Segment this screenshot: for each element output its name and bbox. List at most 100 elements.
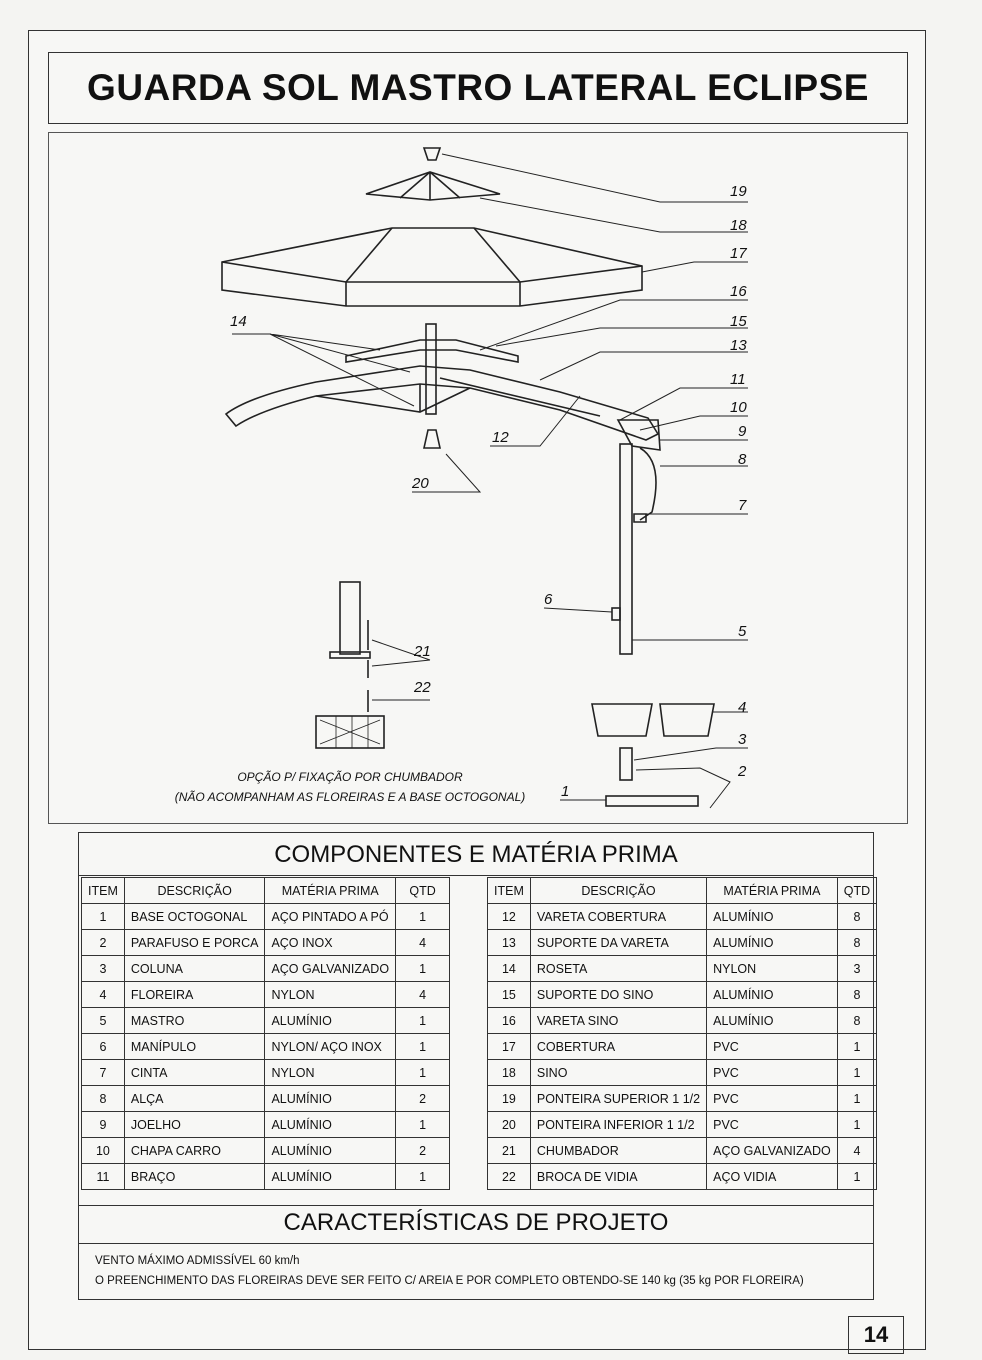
material-cell: ALUMÍNIO	[264, 1085, 397, 1112]
mast-part	[619, 443, 633, 655]
material-cell: PVC	[706, 1085, 838, 1112]
qty-cell: 2	[395, 1085, 451, 1112]
material-cell: ALUMÍNIO	[706, 981, 838, 1008]
callout-12: 12	[492, 429, 509, 446]
header-qty: QTD	[395, 877, 451, 904]
knob-part	[611, 607, 621, 621]
bell-ribs	[399, 171, 461, 200]
item-cell: 18	[487, 1059, 531, 1086]
callout-9: 9	[738, 423, 747, 440]
item-cell: 4	[81, 981, 125, 1008]
material-cell: AÇO INOX	[264, 929, 397, 956]
table-header-row: ITEM DESCRIÇÃO MATÉRIA PRIMA QTD	[81, 877, 451, 904]
bell-part	[365, 171, 501, 201]
item-cell: 19	[487, 1085, 531, 1112]
callout-10: 10	[730, 399, 747, 416]
item-cell: 3	[81, 955, 125, 982]
callout-13: 13	[730, 337, 747, 354]
description-cell: ROSETA	[529, 955, 708, 982]
description-cell: BROCA DE VIDIA	[529, 1163, 708, 1190]
material-cell: AÇO VIDIA	[706, 1163, 838, 1190]
description-cell: PONTEIRA INFERIOR 1 1/2	[529, 1111, 708, 1138]
header-item: ITEM	[487, 877, 531, 904]
material-cell: ALUMÍNIO	[264, 1137, 397, 1164]
description-cell: CHAPA CARRO	[123, 1137, 266, 1164]
canopy-panels	[345, 227, 521, 306]
qty-cell: 1	[395, 1111, 451, 1138]
qty-cell: 1	[836, 1033, 878, 1060]
item-cell: 10	[81, 1137, 125, 1164]
material-cell: ALUMÍNIO	[264, 1163, 397, 1190]
qty-cell: 1	[395, 1033, 451, 1060]
header-description: DESCRIÇÃO	[123, 877, 266, 904]
canopy-part	[221, 227, 643, 307]
page-number: 14	[848, 1316, 904, 1354]
material-cell: ALUMÍNIO	[706, 903, 838, 930]
material-cell: AÇO PINTADO A PÓ	[264, 903, 397, 930]
qty-cell: 8	[836, 903, 878, 930]
callout-21: 21	[413, 643, 431, 660]
components-section: COMPONENTES E MATÉRIA PRIMA ITEM DESCRIÇ…	[78, 832, 878, 1300]
anchor-option-line2: (NÃO ACOMPANHAM AS FLOREIRAS E A BASE OC…	[174, 790, 526, 804]
description-cell: VARETA COBERTURA	[529, 903, 708, 930]
main-ribs	[224, 365, 660, 441]
qty-cell: 1	[395, 1007, 451, 1034]
item-cell: 9	[81, 1111, 125, 1138]
description-cell: PONTEIRA SUPERIOR 1 1/2	[529, 1085, 708, 1112]
description-cell: ALÇA	[123, 1085, 266, 1112]
top-finial-part	[422, 147, 442, 161]
leader-lines	[232, 153, 748, 809]
description-cell: COBERTURA	[529, 1033, 708, 1060]
material-cell: AÇO GALVANIZADO	[706, 1137, 838, 1164]
qty-cell: 4	[836, 1137, 878, 1164]
characteristics-divider	[79, 1243, 873, 1244]
qty-cell: 1	[836, 1085, 878, 1112]
material-cell: NYLON/ AÇO INOX	[264, 1033, 397, 1060]
header-item: ITEM	[81, 877, 125, 904]
material-cell: NYLON	[264, 981, 397, 1008]
hub-post	[425, 323, 437, 415]
item-cell: 6	[81, 1033, 125, 1060]
column-part	[619, 747, 633, 781]
qty-cell: 1	[395, 903, 451, 930]
qty-cell: 8	[836, 929, 878, 956]
bottom-finial-part	[423, 429, 441, 449]
knee-part	[616, 419, 661, 451]
item-cell: 15	[487, 981, 531, 1008]
qty-cell: 1	[836, 1111, 878, 1138]
characteristic-planter-fill: O PREENCHIMENTO DAS FLOREIRAS DEVE SER F…	[95, 1275, 804, 1287]
material-cell: ALUMÍNIO	[706, 1007, 838, 1034]
description-cell: SUPORTE DO SINO	[529, 981, 708, 1008]
description-cell: JOELHO	[123, 1111, 266, 1138]
anchor-option-note: OPÇÃO P/ FIXAÇÃO POR CHUMBADOR (NÃO ACOM…	[160, 770, 540, 804]
item-cell: 13	[487, 929, 531, 956]
planter-right	[659, 703, 715, 737]
item-cell: 20	[487, 1111, 531, 1138]
description-cell: CHUMBADOR	[529, 1137, 708, 1164]
item-cell: 22	[487, 1163, 531, 1190]
callout-11: 11	[730, 371, 746, 388]
qty-cell: 4	[395, 981, 451, 1008]
description-cell: MANÍPULO	[123, 1033, 266, 1060]
header-material: MATÉRIA PRIMA	[706, 877, 838, 904]
qty-cell: 8	[836, 1007, 878, 1034]
description-cell: BRAÇO	[123, 1163, 266, 1190]
handle-part	[639, 447, 657, 521]
diagram-frame	[48, 132, 908, 824]
item-cell: 16	[487, 1007, 531, 1034]
header-description: DESCRIÇÃO	[529, 877, 708, 904]
material-cell: ALUMÍNIO	[264, 1007, 397, 1034]
qty-cell: 1	[836, 1163, 878, 1190]
callout-numbers: 1 2 3 4 5 6 7 8 9 10 11 12 13 14 15 16 1…	[230, 183, 747, 800]
